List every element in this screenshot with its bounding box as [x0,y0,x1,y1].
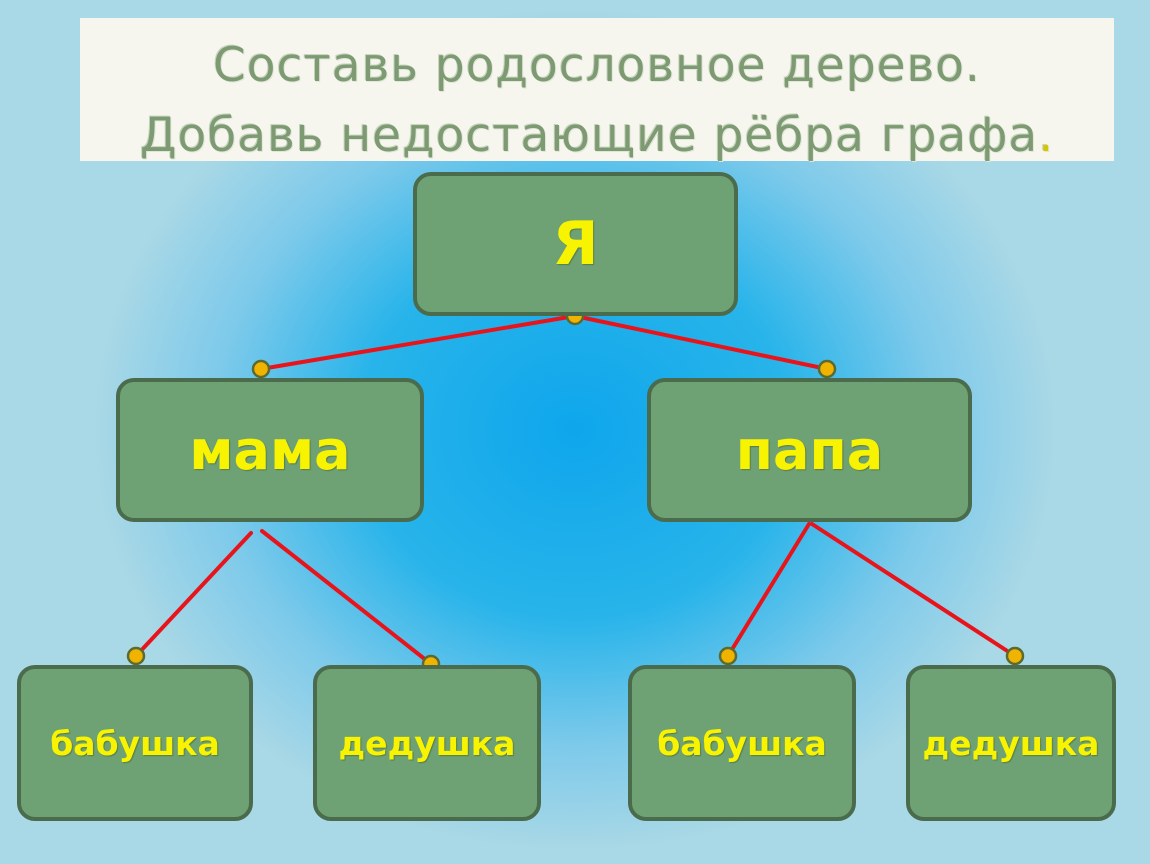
edge-me-mother [259,314,577,371]
edge-mother-grandfather [260,529,433,666]
edge-mother-grandmother [134,531,253,658]
node-mother-grandfather: дедушка [313,665,541,821]
node-father: папа [647,378,972,522]
edge-father-grandfather [810,522,1017,658]
connector-dot [126,646,146,666]
node-mother: мама [116,378,424,522]
node-father-grandfather: дедушка [906,665,1116,821]
title-line-2: Добавь недостающие рёбра графа. [80,108,1114,163]
connector-dot [251,359,271,379]
node-father-grandmother: бабушка [628,665,856,821]
edge-father-grandmother [726,522,811,658]
title-line-2-text: Добавь недостающие рёбра графа [139,108,1039,163]
title-period: . [1038,108,1055,163]
title-line-1: Составь родословное дерево. [212,38,981,93]
node-me: Я [413,172,738,316]
node-mother-grandmother: бабушка [17,665,253,821]
connector-dot [817,359,837,379]
title-box: Составь родословное дерево. Добавь недос… [80,18,1114,163]
connector-dot [1005,646,1025,666]
connector-dot [718,646,738,666]
edge-me-father [573,314,829,371]
